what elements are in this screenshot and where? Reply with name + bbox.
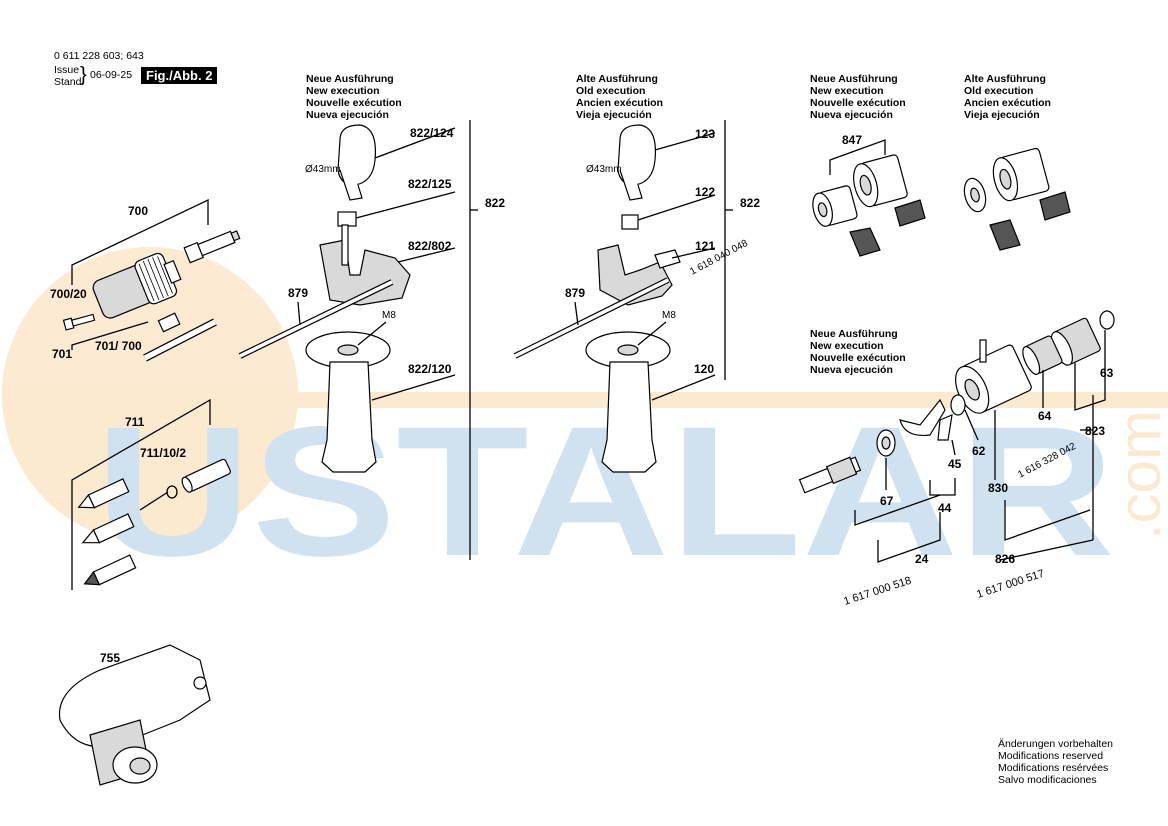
bearing-old <box>963 147 1071 251</box>
m8-label-a: M8 <box>382 310 396 321</box>
label-847: 847 <box>842 133 862 147</box>
label-63: 63 <box>1100 366 1114 380</box>
label-822-802: 822/802 <box>408 239 452 253</box>
label-755: 755 <box>100 651 120 665</box>
label-701-700: 701/ 700 <box>95 339 142 353</box>
label-121: 121 <box>695 239 715 253</box>
label-711: 711 <box>125 415 145 429</box>
label-62: 62 <box>972 444 986 458</box>
chuck-key <box>143 312 217 362</box>
label-44: 44 <box>938 501 952 515</box>
clamp-nut <box>337 211 357 227</box>
label-45: 45 <box>948 457 962 471</box>
diameter-label-a: Ø43mm <box>305 164 341 175</box>
label-822-b: 822 <box>740 196 760 210</box>
fig-label: Fig./Abb. 2 <box>141 67 218 84</box>
label-822-125: 822/125 <box>408 177 452 191</box>
label-701: 701 <box>52 347 72 361</box>
chuck-arbor <box>183 230 241 264</box>
label-67: 67 <box>880 494 894 508</box>
screwdriver-bit-2 <box>81 513 135 544</box>
bracket-711 <box>71 398 211 590</box>
label-822-a: 822 <box>485 196 505 210</box>
footer-notes: Änderungen vorbehalten Modifications res… <box>998 738 1114 786</box>
label-122: 122 <box>695 185 715 199</box>
watermark-suffix: .com <box>1106 410 1168 540</box>
label-24: 24 <box>915 552 929 566</box>
m8-label-b: M8 <box>662 310 676 321</box>
handle-grip <box>321 361 377 473</box>
screwdriver-bit-3 <box>83 554 137 586</box>
label-826: 826 <box>995 552 1015 566</box>
label-700: 700 <box>128 204 148 218</box>
label-123: 123 <box>695 127 715 141</box>
diameter-label-b: Ø43mm <box>586 164 622 175</box>
aux-handle-new: 822 Ø43mm 822/124 822/125 822/802 879 <box>238 120 505 560</box>
label-879-b: 879 <box>565 286 585 300</box>
bracket-700 <box>71 198 209 285</box>
watermark-text: USTALAR <box>95 389 1115 595</box>
seal-62 <box>950 394 966 416</box>
label-823: 823 <box>1085 424 1105 438</box>
label-822-124: 822/124 <box>410 126 454 140</box>
screwdriver-bit-1 <box>77 478 130 509</box>
brace: } <box>80 64 87 86</box>
label-879-a: 879 <box>288 286 308 300</box>
bearing-847-new: 847 <box>812 133 926 257</box>
issue-label: Issue <box>54 64 80 76</box>
label-700-20: 700/20 <box>50 287 87 301</box>
chuck-assembly: 700 700/ <box>50 198 241 362</box>
watermark-orange-band <box>290 392 1168 408</box>
label-830: 830 <box>988 481 1008 495</box>
doc-number: 0 611 228 603; 643 <box>54 50 144 62</box>
label-64: 64 <box>1038 409 1052 423</box>
bit-set: 711 711/10/2 <box>71 398 231 590</box>
label-711-10-2: 711/10/2 <box>140 446 186 460</box>
label-822-120: 822/120 <box>408 362 452 376</box>
leader-701 <box>71 321 149 350</box>
angle-attachment: 755 <box>58 644 211 786</box>
leader-bit <box>139 491 169 511</box>
drill-chuck <box>92 252 182 319</box>
label-120: 120 <box>694 362 714 376</box>
chuck-screw <box>62 313 96 331</box>
date-stamp: 06-09-25 <box>90 69 133 81</box>
bit-holder <box>181 458 231 493</box>
stand-label: Stand <box>54 76 82 88</box>
